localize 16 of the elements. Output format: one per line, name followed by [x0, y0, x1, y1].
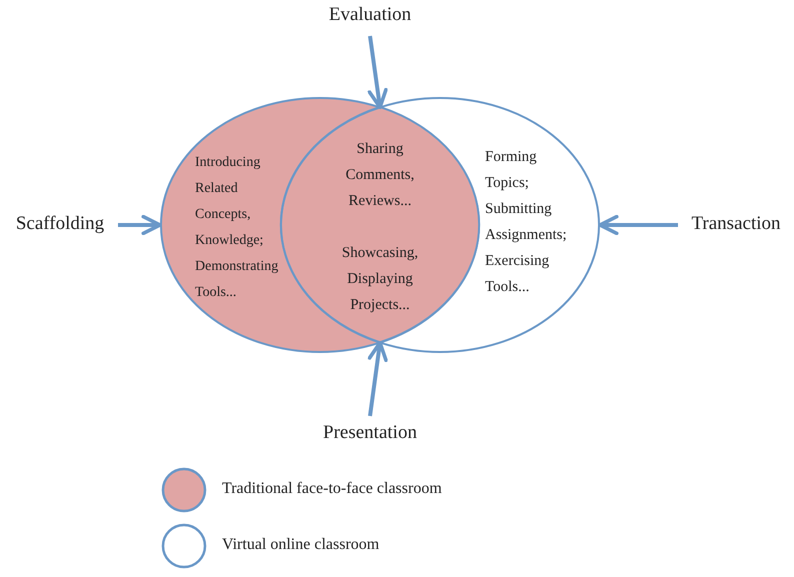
- legend-text: Virtual online classroom: [222, 536, 380, 554]
- category-label: Evaluation: [320, 4, 420, 26]
- arrow: [368, 340, 388, 416]
- region-text: Showcasing, Displaying Projects...: [340, 244, 420, 316]
- arrow: [368, 36, 388, 110]
- category-label: Transaction: [680, 213, 792, 235]
- arrow: [598, 214, 678, 236]
- category-label: Presentation: [310, 422, 430, 444]
- venn-ellipse: [280, 97, 600, 353]
- region-text: Introducing Related Concepts, Knowledge; Demonstrating Tools...: [195, 154, 279, 302]
- legend-text: Traditional face-to-face classroom: [222, 480, 442, 498]
- region-text: Forming Topics; Submitting Assignments; Exercising Tools...: [485, 148, 568, 297]
- region-text: Sharing Comments, Reviews...: [344, 140, 416, 212]
- arrow: [118, 214, 162, 236]
- category-label: Scaffolding: [4, 213, 116, 235]
- overlap-region: [280, 106, 480, 344]
